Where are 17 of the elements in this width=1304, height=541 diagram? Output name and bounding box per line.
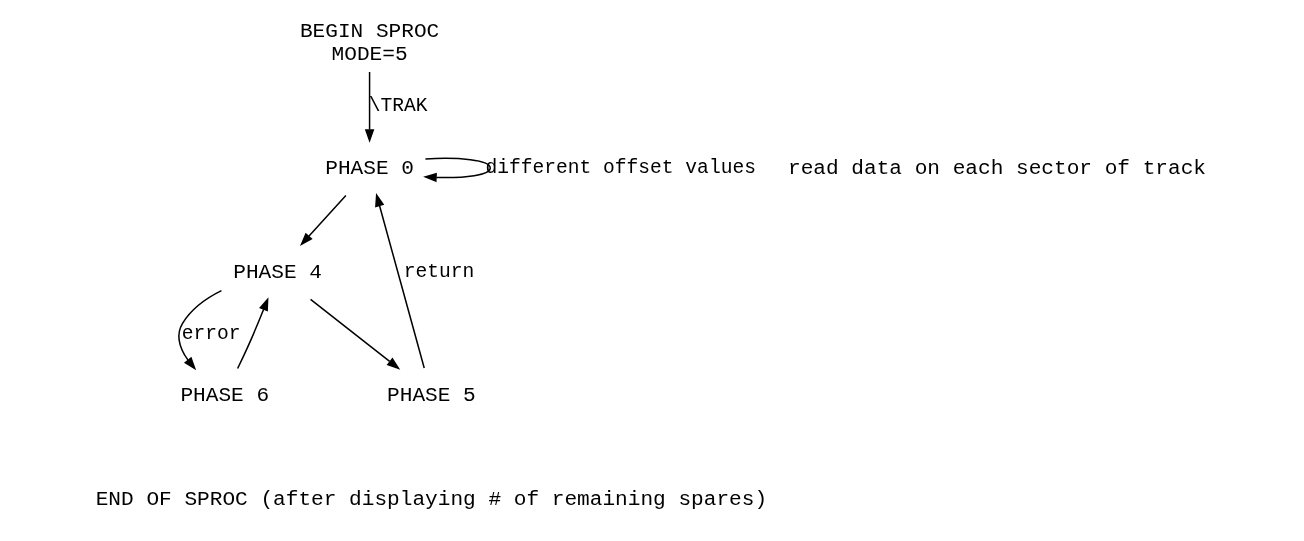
- arrow: [364, 71, 375, 143]
- arrow: [299, 194, 347, 246]
- edge-label: return: [403, 261, 475, 284]
- arrow: [423, 157, 491, 183]
- edge-label: error: [181, 322, 241, 345]
- edge-label: \TRAK: [368, 95, 428, 118]
- arrow: [309, 298, 401, 370]
- arrow: [178, 289, 223, 371]
- label: read data on each sector of track: [788, 155, 1207, 180]
- node-text: PHASE 5: [387, 383, 476, 408]
- arrow: [236, 297, 269, 370]
- label: END OF SPROC (after displaying # of remaining spares): [95, 487, 768, 512]
- node-text: BEGIN SPROC MODE=5: [299, 19, 440, 66]
- node-text: PHASE 0: [325, 155, 414, 180]
- node-text: PHASE 4: [233, 259, 322, 284]
- arrow: [375, 193, 425, 369]
- node-text: PHASE 6: [180, 383, 270, 408]
